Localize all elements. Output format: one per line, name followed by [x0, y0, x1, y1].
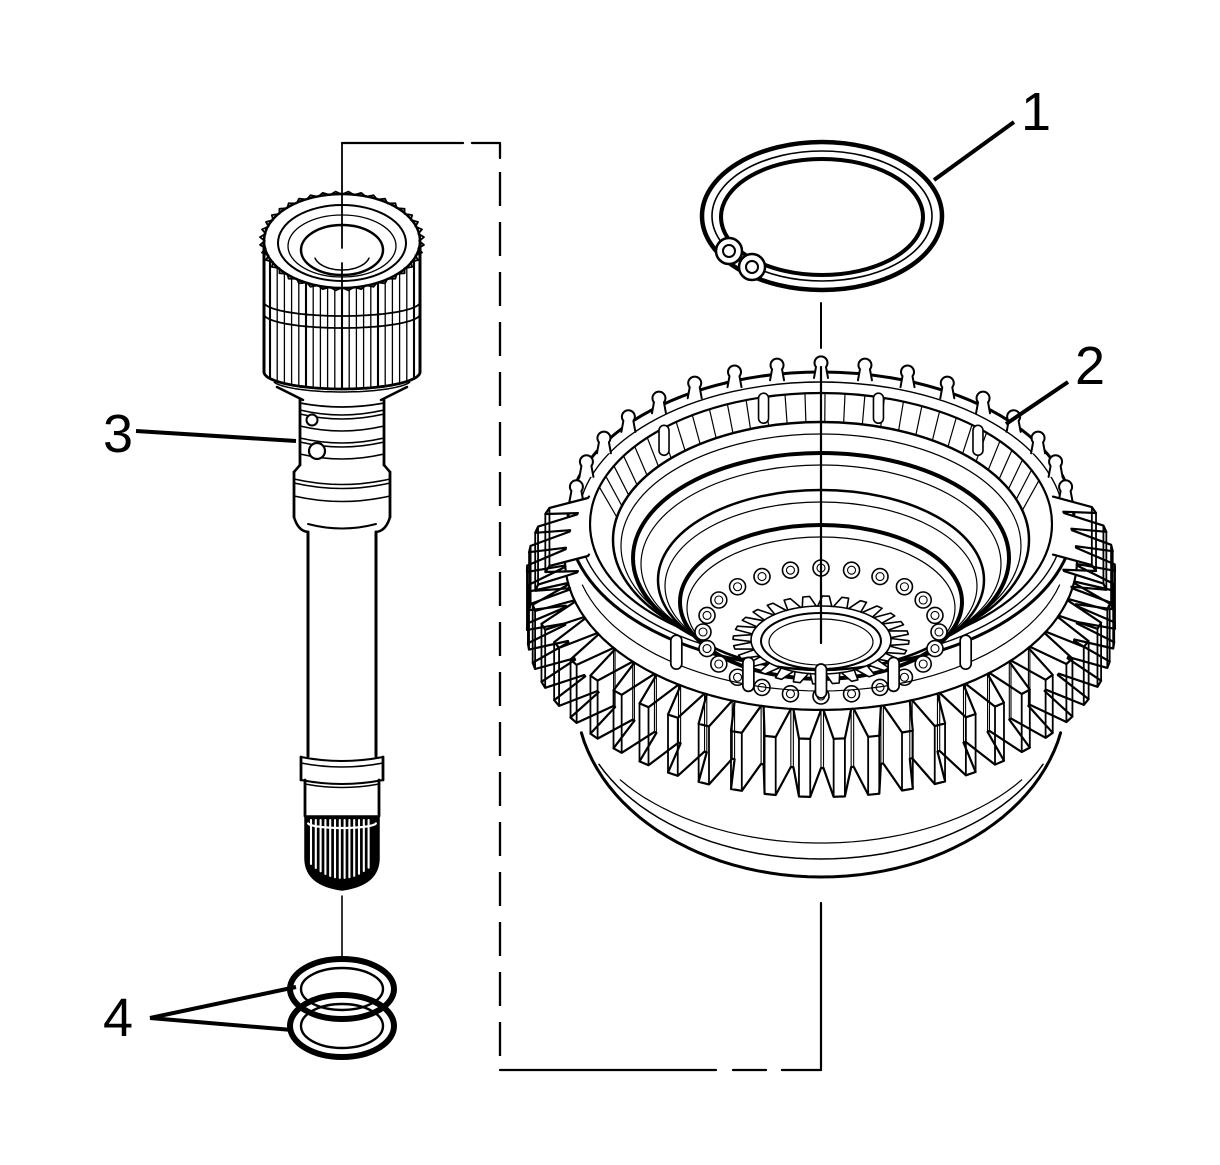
- seal-rings-part: [287, 956, 397, 1060]
- callout-label-1: 1: [1021, 82, 1051, 142]
- callouts: 1 2 3 4: [103, 82, 1105, 1048]
- callout-label-3: 3: [103, 404, 133, 464]
- snap-ring-part: [699, 139, 945, 293]
- callout-label-2: 2: [1075, 336, 1105, 396]
- callout-label-4: 4: [103, 988, 133, 1048]
- assembly-alignment-lines: [340, 141, 823, 1072]
- leader-line-2: [1004, 380, 1070, 426]
- leader-line-4b: [149, 1016, 293, 1032]
- clutch-drum-part: [525, 355, 1117, 879]
- shaft-part: [259, 190, 425, 891]
- leader-line-1: [932, 120, 1016, 182]
- leader-line-3: [135, 429, 297, 443]
- leader-line-4a: [149, 985, 297, 1020]
